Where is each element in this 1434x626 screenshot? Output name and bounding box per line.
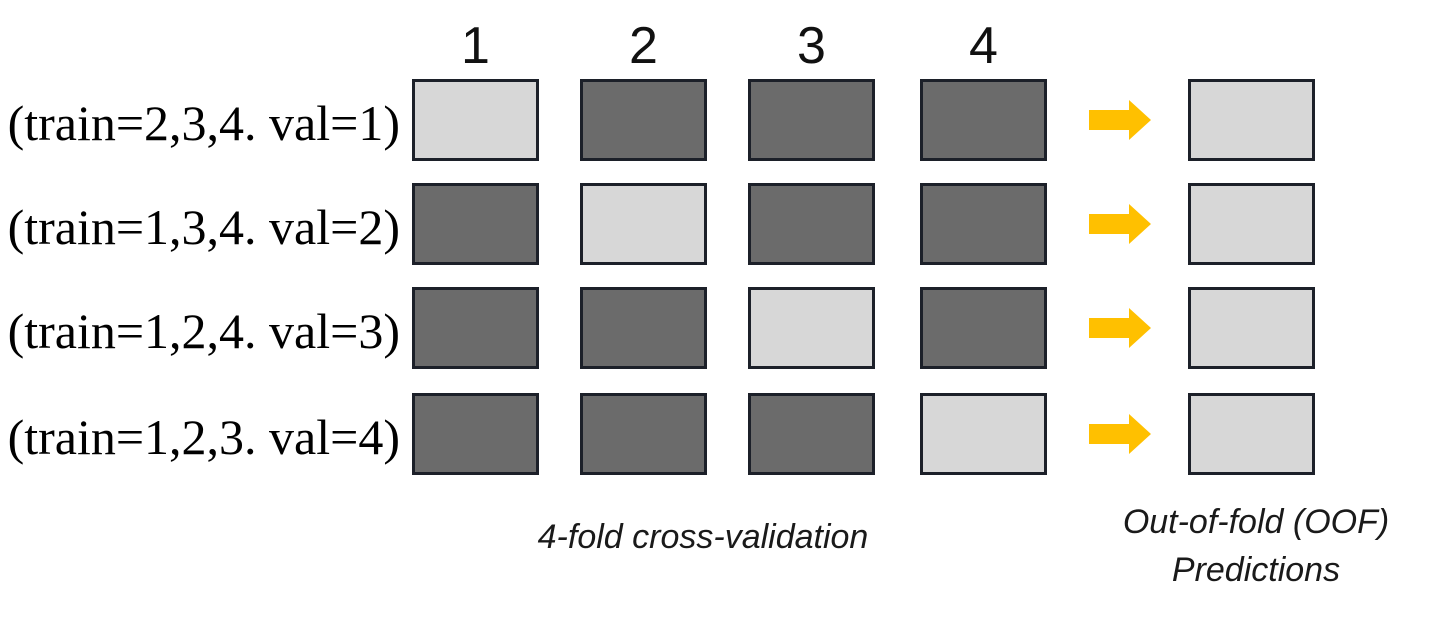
training-fold-box <box>920 79 1047 161</box>
row-label: (train=1,2,4. val=3) <box>7 303 400 359</box>
validation-fold-box <box>748 287 875 369</box>
fold-header-1: 1 <box>461 17 490 75</box>
cv-caption: 4-fold cross-validation <box>537 518 869 556</box>
oof-caption-line2: Predictions <box>1171 551 1341 589</box>
row-label: (train=1,2,3. val=4) <box>7 409 400 465</box>
row-label: (train=1,3,4. val=2) <box>7 199 400 255</box>
training-fold-box <box>748 79 875 161</box>
fold-header-4: 4 <box>969 17 998 75</box>
training-fold-box <box>580 393 707 475</box>
right-arrow-icon <box>1089 308 1151 348</box>
fold-header-2: 2 <box>629 17 658 75</box>
training-fold-box <box>920 183 1047 265</box>
right-arrow-icon <box>1089 204 1151 244</box>
cv-row: (train=2,3,4. val=1) <box>0 79 1434 161</box>
training-fold-box <box>580 287 707 369</box>
fold-header-3: 3 <box>797 17 826 75</box>
validation-fold-box <box>920 393 1047 475</box>
validation-fold-box <box>580 183 707 265</box>
training-fold-box <box>412 287 539 369</box>
cv-row: (train=1,2,3. val=4) <box>0 393 1434 475</box>
training-fold-box <box>580 79 707 161</box>
oof-prediction-box <box>1188 183 1315 265</box>
training-fold-box <box>748 183 875 265</box>
validation-fold-box <box>412 79 539 161</box>
cv-row: (train=1,3,4. val=2) <box>0 183 1434 265</box>
training-fold-box <box>412 183 539 265</box>
training-fold-box <box>920 287 1047 369</box>
oof-prediction-box <box>1188 79 1315 161</box>
row-label: (train=2,3,4. val=1) <box>7 95 400 151</box>
cv-row: (train=1,2,4. val=3) <box>0 287 1434 369</box>
oof-caption: Out-of-fold (OOF) Predictions <box>1056 498 1434 594</box>
training-fold-box <box>748 393 875 475</box>
right-arrow-icon <box>1089 414 1151 454</box>
training-fold-box <box>412 393 539 475</box>
oof-prediction-box <box>1188 287 1315 369</box>
right-arrow-icon <box>1089 100 1151 140</box>
oof-caption-line1: Out-of-fold (OOF) <box>1122 503 1390 541</box>
oof-prediction-box <box>1188 393 1315 475</box>
